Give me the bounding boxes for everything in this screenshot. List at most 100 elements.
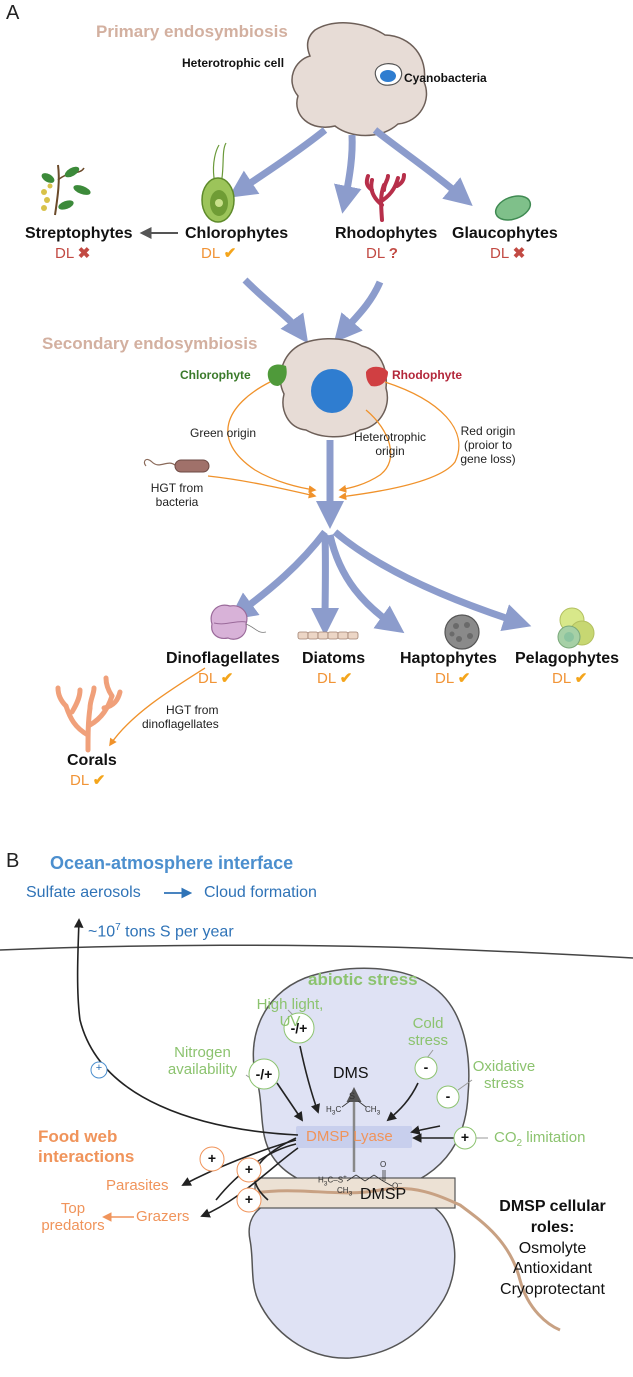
dmsp-carboxylate: O–	[392, 1180, 402, 1191]
role-osmolyte: Osmolyte	[518, 1239, 587, 1257]
abiotic-stress-title: abiotic stress	[308, 970, 418, 989]
dmsp-label: DMSP	[360, 1186, 407, 1203]
glaucophyte-icon	[494, 195, 532, 221]
high-light-sign-circle	[283, 1012, 315, 1044]
secondary-endosymbiosis-title: Secondary endosymbiosis	[42, 334, 258, 353]
chlorophytes-label: Chlorophytes	[185, 225, 289, 242]
arrow-to-glaucophytes	[372, 127, 473, 207]
diatom-icon	[297, 631, 359, 640]
nitrogen-arrow	[276, 1082, 304, 1122]
parasites-label: Parasites	[106, 1177, 169, 1194]
grazers-top-sign: +	[244, 1161, 254, 1177]
flux-sign: +	[95, 1062, 103, 1074]
co2-sign-circle	[453, 1126, 477, 1150]
high-light-label: High light,UV	[256, 996, 324, 1031]
diatoms-label: Diatoms	[302, 650, 366, 667]
flux-sign-circle	[90, 1061, 108, 1079]
ocean-surface-line	[0, 944, 633, 959]
dms-methyl-left: H3C	[326, 1105, 342, 1117]
arrow-to-rhodophytes	[334, 134, 362, 214]
parasites-sign-circle	[199, 1146, 225, 1172]
cyanobacteria-label: Cyanobacteria	[404, 71, 487, 85]
grazers-top-sign-circle	[236, 1157, 262, 1183]
arrow-chlorophyte-to-secondary	[242, 277, 309, 344]
red-origin-arc	[338, 381, 460, 501]
parasites-sign: +	[207, 1150, 217, 1166]
chlorophyte-label: Chlorophyte	[180, 368, 251, 382]
nitrogen-sign: -/+	[255, 1066, 273, 1082]
cell-lower-body	[248, 1195, 456, 1359]
high-light-arrow	[299, 1045, 320, 1114]
bacterium-icon	[174, 459, 210, 473]
secondary-nucleus	[311, 369, 353, 413]
oxidative-arrow	[410, 1125, 441, 1135]
dmsp-methyl: CH3	[337, 1186, 353, 1198]
pelagophytes-dl: DL ✔	[552, 670, 588, 687]
grazers-bottom-sign: +	[244, 1191, 254, 1207]
panel-a-label: A	[6, 2, 20, 24]
streptophytes-dl: DL ✖	[55, 245, 91, 262]
dinoflagellate-icon	[210, 604, 267, 640]
role-cryoprotectant: Cryoprotectant	[500, 1281, 605, 1299]
glaucophytes-label: Glaucophytes	[452, 225, 558, 242]
dms-sulfur-atom: S	[349, 1091, 356, 1101]
cloud-formation-label: Cloud formation	[204, 884, 317, 901]
pelagophytes-label: Pelagophytes	[515, 650, 620, 667]
arrow-rhodophyte-to-secondary	[333, 280, 384, 343]
green-origin-label: Green origin	[190, 426, 257, 440]
cold-line	[426, 1049, 434, 1059]
heterotrophic-origin-arc	[338, 409, 392, 493]
dmsp-structure	[346, 1170, 393, 1187]
arrow-to-chlorophytes	[228, 127, 328, 198]
dmsp-lyase-label: DMSP Lyase	[306, 1128, 393, 1145]
chlorophyte-endosymbiont	[267, 364, 287, 386]
grazers-bottom-sign-circle	[236, 1187, 262, 1213]
hgt-bacteria-arc	[207, 475, 317, 499]
streptophyte-icon	[41, 164, 91, 216]
sulfur-flux-label: ~107 tons S per year	[88, 922, 234, 941]
primary-endosymbiosis-title: Primary endosymbiosis	[96, 22, 288, 41]
dms-flux-arrow	[73, 918, 299, 1136]
rhodophyte-icon	[364, 173, 406, 222]
arrow-to-dinoflagellates	[228, 529, 328, 621]
streptophytes-label: Streptophytes	[25, 225, 133, 242]
rhodophyte-endosymbiont	[366, 366, 388, 387]
oxidative-sign: -	[445, 1088, 451, 1104]
dmsp-carbonyl: O	[380, 1160, 387, 1169]
haptophyte-icon	[444, 614, 480, 650]
hgt-dino-to-corals-arc	[109, 667, 206, 747]
diatoms-dl: DL ✔	[317, 670, 353, 687]
dinoflagellates-label: Dinoflagellates	[166, 650, 280, 667]
grazers-label: Grazers	[136, 1208, 190, 1225]
coral-icon	[55, 675, 123, 753]
dms-methyl-right: CH3	[365, 1105, 381, 1117]
dinoflagellates-dl: DL ✔	[198, 670, 234, 687]
ocean-atmosphere-title: Ocean-atmosphere interface	[50, 853, 294, 873]
nitrogen-sign-circle	[248, 1058, 280, 1090]
haptophytes-dl: DL ✔	[435, 670, 471, 687]
cyanobacteria-shape	[380, 70, 396, 82]
dms-structure	[341, 1100, 367, 1108]
oxidative-sign-circle	[436, 1085, 460, 1109]
cold-arrow	[386, 1082, 419, 1122]
arrow-to-pelagophytes	[332, 529, 532, 632]
dmsp-sulfonium: H3C–S+	[318, 1174, 347, 1188]
girdle-flagellum	[254, 1186, 561, 1332]
oxidative-line	[457, 1079, 473, 1091]
heterotrophic-cell-shape	[291, 22, 428, 137]
rhodophyte-label: Rhodophyte	[392, 368, 462, 382]
haptophytes-label: Haptophytes	[400, 650, 497, 667]
corals-dl: DL ✔	[70, 772, 106, 789]
heterotrophic-cell-label: Heterotrophic cell	[182, 56, 285, 70]
role-antioxidant: Antioxidant	[512, 1260, 593, 1278]
